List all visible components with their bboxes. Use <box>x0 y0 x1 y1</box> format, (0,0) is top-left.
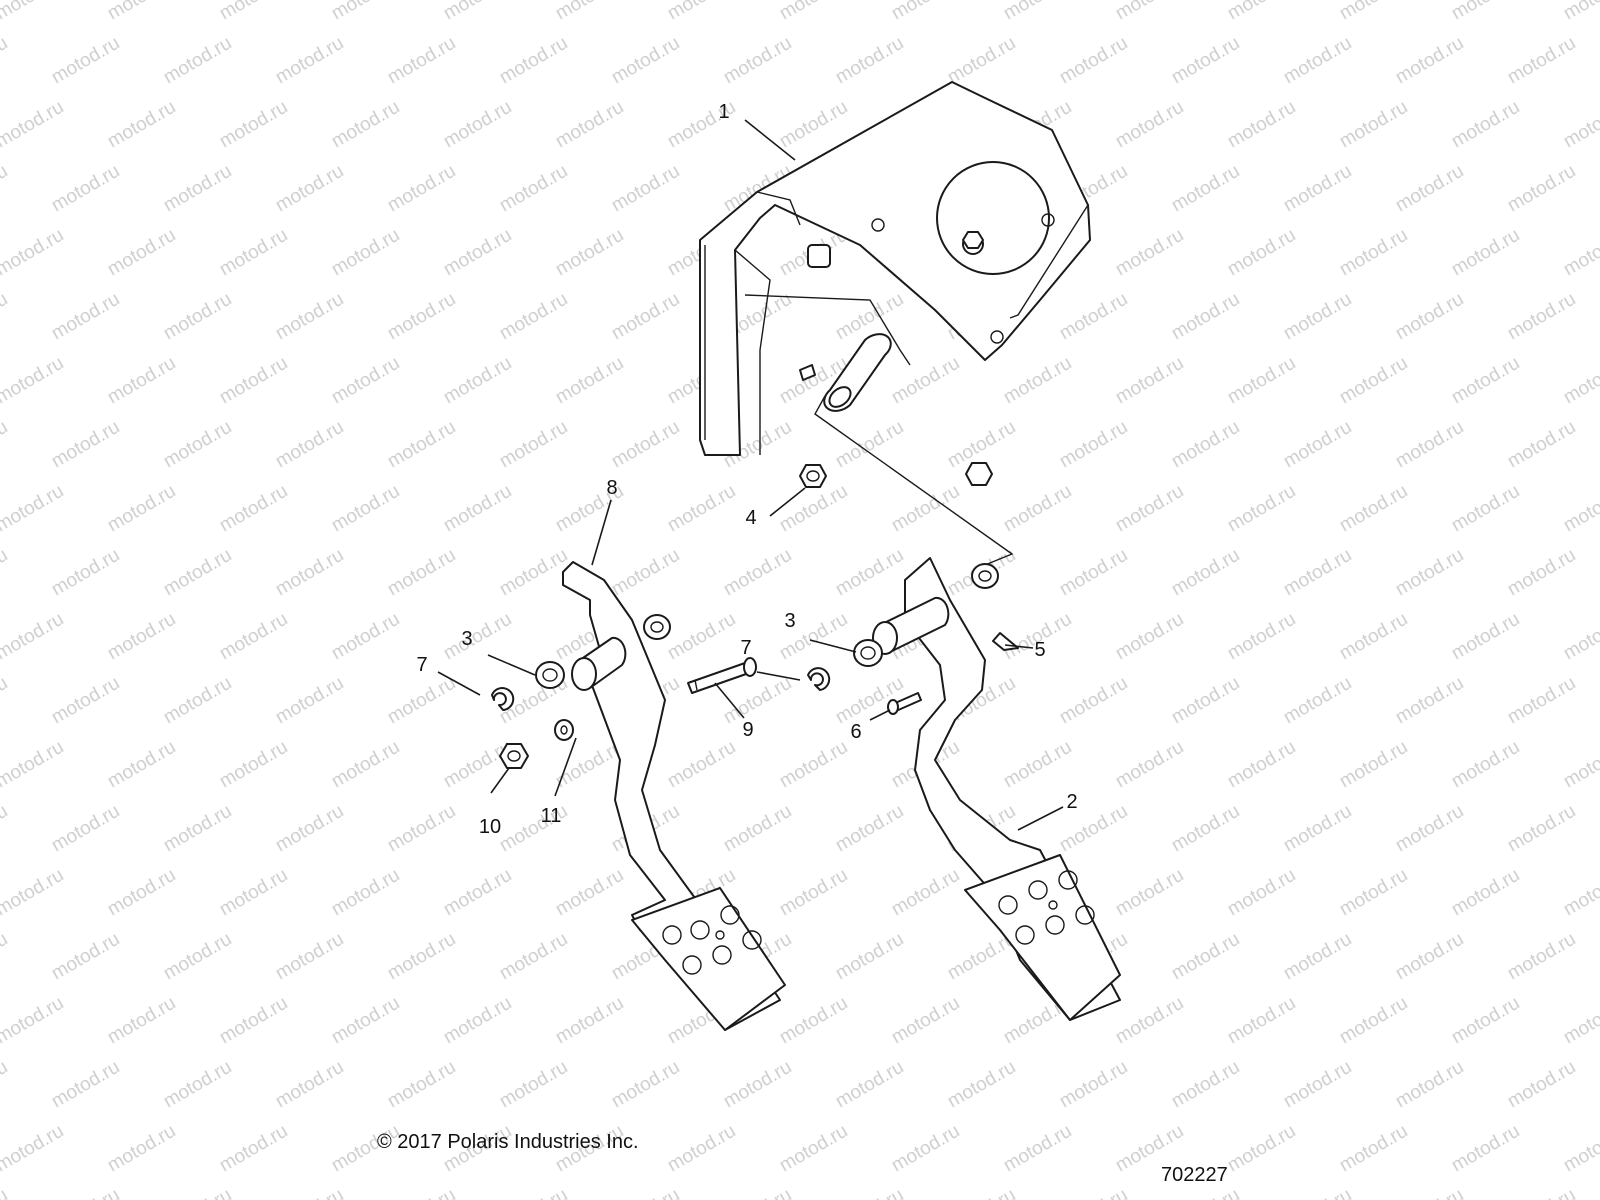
callout-9: 9 <box>742 719 753 741</box>
pivot-pin <box>687 657 757 694</box>
e-clip-left <box>491 687 515 711</box>
callout-3-left: 3 <box>461 628 472 650</box>
callout-labels: 1 2 3 3 4 5 6 7 7 8 9 10 11 <box>416 101 1077 838</box>
washer <box>554 719 574 741</box>
e-clip-right <box>807 667 831 691</box>
pedal-bracket <box>699 81 1091 486</box>
callout-8: 8 <box>606 477 617 499</box>
pivot-tube-left <box>571 636 627 691</box>
callout-6: 6 <box>850 721 861 743</box>
callout-2: 2 <box>1066 791 1077 813</box>
flange-nut <box>799 464 827 488</box>
callout-5: 5 <box>1034 639 1045 661</box>
bushing-right <box>853 639 883 667</box>
callout-7-left: 7 <box>416 654 427 676</box>
bushing-upper-left <box>643 614 671 640</box>
callout-4: 4 <box>745 507 756 529</box>
hair-pin-clip <box>992 632 1019 651</box>
alignment-lines <box>814 395 1014 566</box>
throttle-pedal-pad-holes <box>662 905 762 975</box>
callout-1: 1 <box>718 101 729 123</box>
callout-10: 10 <box>479 816 501 838</box>
callout-7-right: 7 <box>740 637 751 659</box>
callout-11: 11 <box>541 805 562 827</box>
lock-nut <box>499 743 529 769</box>
drawing-number: 702227 <box>1161 1164 1228 1186</box>
throttle-pedal <box>562 561 786 1031</box>
bushing-left <box>535 661 565 689</box>
clevis-pin <box>887 692 922 715</box>
copyright-notice: © 2017 Polaris Industries Inc. <box>377 1131 639 1153</box>
brake-pedal-pad-holes <box>998 870 1095 945</box>
leader-lines <box>437 119 1064 831</box>
bushing-upper-right <box>971 563 999 589</box>
callout-3-right: 3 <box>784 610 795 632</box>
brake-pedal <box>904 557 1121 1021</box>
